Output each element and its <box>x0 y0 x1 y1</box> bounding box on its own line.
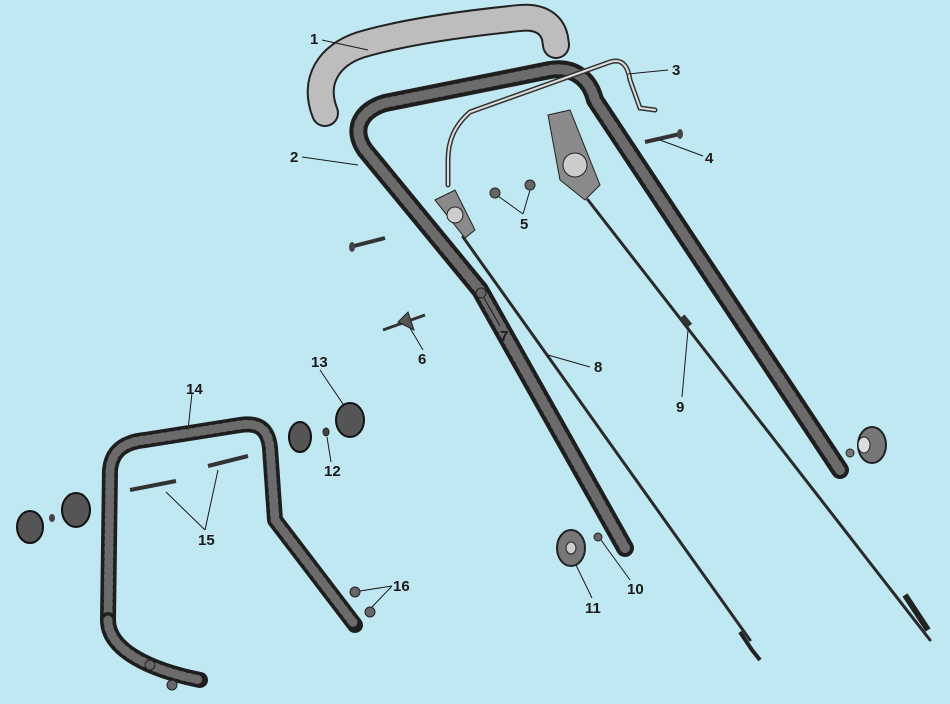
callout-12: 12 <box>324 463 341 480</box>
callout-3: 3 <box>672 62 680 79</box>
handle-knob-right <box>845 426 887 464</box>
part-5-nuts <box>489 179 536 199</box>
lower-knob-pair-left <box>16 492 91 544</box>
part-7-nut <box>475 287 487 299</box>
callout-1: 1 <box>310 31 318 48</box>
part-11-knob <box>556 529 586 567</box>
bolt-left <box>349 236 386 252</box>
callout-6: 6 <box>418 351 426 368</box>
callout-labels: 1 2 3 4 5 6 7 8 9 10 11 12 13 14 15 16 <box>186 31 714 617</box>
callout-11: 11 <box>585 600 601 617</box>
control-unit-left <box>434 189 476 239</box>
part-6-knob-bolt <box>382 311 426 332</box>
callout-7: 7 <box>500 328 508 345</box>
callout-8: 8 <box>594 359 602 376</box>
part-10-nut <box>593 532 603 542</box>
callout-2: 2 <box>290 149 298 166</box>
callout-16: 16 <box>393 578 410 595</box>
callout-9: 9 <box>676 399 684 416</box>
part-9-cable <box>586 198 932 642</box>
callout-14: 14 <box>186 381 203 398</box>
leader-lines <box>165 39 704 608</box>
part-8-cable <box>461 235 762 662</box>
part-14-lower-handle <box>100 416 363 688</box>
callout-5: 5 <box>520 216 528 233</box>
callout-10: 10 <box>627 581 644 598</box>
part-16-nuts <box>144 586 376 691</box>
control-unit-right <box>547 109 601 201</box>
callout-4: 4 <box>705 150 714 167</box>
part-4-bolt <box>644 129 683 144</box>
part-13-knob-pair <box>288 402 365 453</box>
part-2-upper-handle <box>349 60 849 557</box>
callout-13: 13 <box>311 354 328 371</box>
part-15-bolts <box>129 454 249 492</box>
callout-15: 15 <box>198 532 215 549</box>
part-3-control-bail <box>445 58 658 188</box>
part-12-washer <box>322 427 330 437</box>
part-1-handle-grip <box>306 3 570 127</box>
